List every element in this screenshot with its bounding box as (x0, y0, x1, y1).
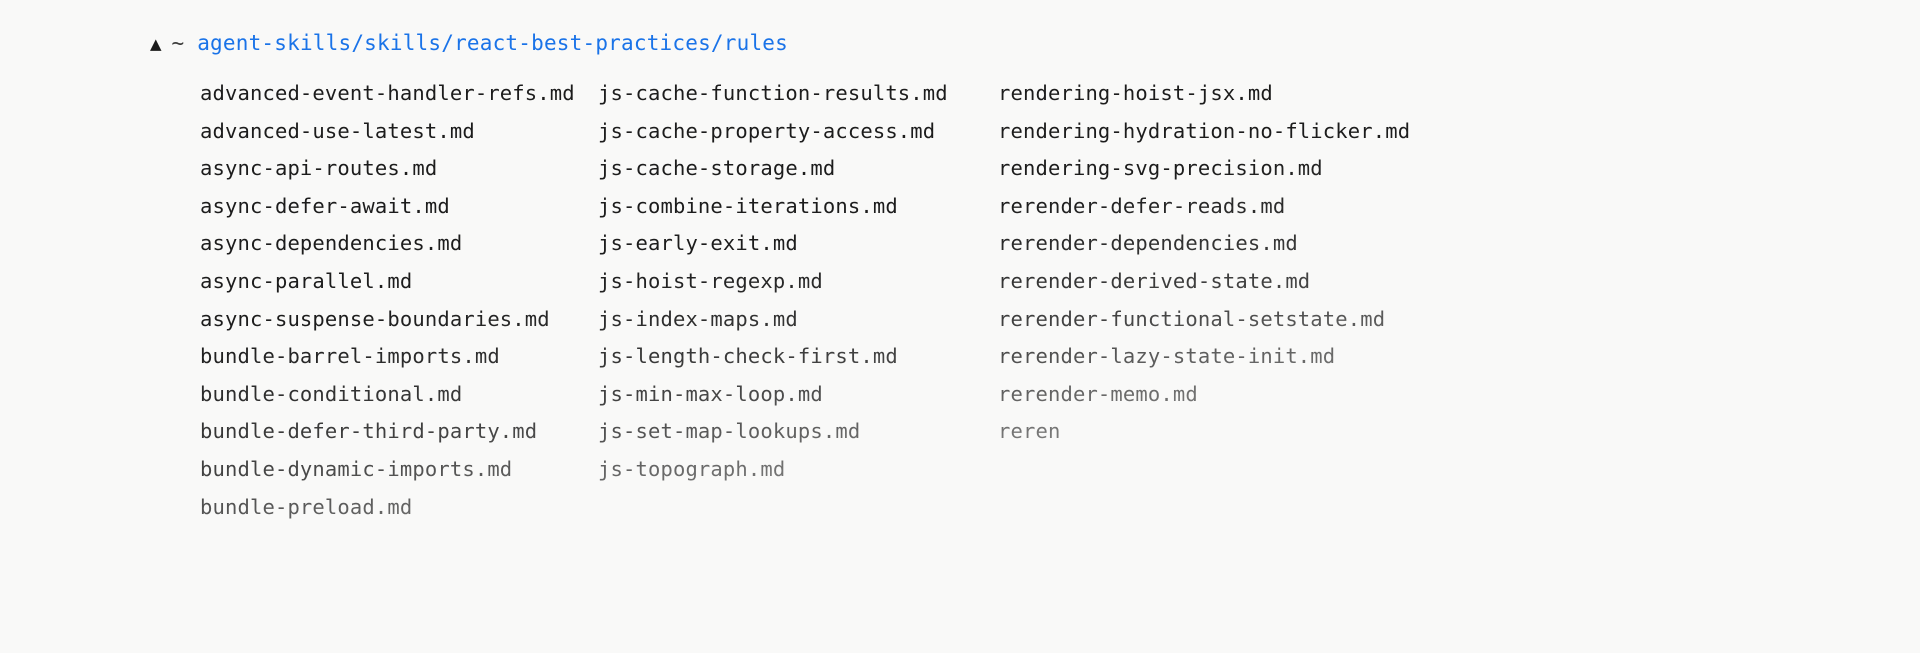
triangle-up-icon: ▲ (150, 35, 162, 53)
directory-path-link[interactable]: agent-skills/skills/react-best-practices… (197, 31, 788, 55)
file-entry[interactable]: rerender-derived-state.md (998, 268, 1311, 293)
file-entry[interactable]: rerender-functional-setstate.md (998, 306, 1386, 331)
file-entry[interactable]: advanced-event-handler-refs.md (200, 81, 575, 105)
file-column-3: rendering-hoist-jsx.md rendering-hydratio… (998, 75, 1410, 526)
file-entry[interactable]: advanced-use-latest.md (200, 118, 475, 143)
file-entry[interactable]: js-cache-property-access.md (598, 118, 936, 143)
file-entry[interactable]: rerender-lazy-state-init.md (998, 344, 1336, 369)
file-entry[interactable] (998, 489, 1410, 527)
file-entry[interactable]: rerender-memo.md (998, 381, 1198, 406)
file-entry[interactable]: js-set-map-lookups.md (598, 419, 861, 444)
file-entry[interactable]: js-combine-iterations.md (598, 193, 898, 218)
file-entry[interactable]: rerender-dependencies.md (998, 231, 1298, 256)
file-entry[interactable]: async-defer-await.md (200, 193, 450, 218)
file-entry[interactable]: async-api-routes.md (200, 156, 438, 181)
file-entry[interactable]: rendering-hydration-no-flicker.md (998, 118, 1411, 143)
file-entry[interactable]: js-min-max-loop.md (598, 381, 823, 406)
file-entry[interactable]: js-length-check-first.md (598, 344, 898, 369)
file-entry[interactable]: bundle-conditional.md (200, 381, 463, 406)
file-entry[interactable]: rerender-defer-reads.md (998, 193, 1286, 218)
file-entry[interactable] (598, 489, 948, 527)
file-entry[interactable]: rendering-hoist-jsx.md (998, 81, 1273, 105)
file-entry[interactable]: async-parallel.md (200, 268, 413, 293)
prompt-line: ▲ ~ agent-skills/skills/react-best-pract… (150, 31, 788, 55)
file-column-2: js-cache-function-results.md js-cache-pro… (598, 75, 948, 526)
file-entry[interactable]: bundle-barrel-imports.md (200, 344, 500, 369)
file-entry[interactable]: js-index-maps.md (598, 306, 798, 331)
file-entry[interactable]: js-hoist-regexp.md (598, 268, 823, 293)
file-column-1: advanced-event-handler-refs.md advanced-u… (200, 75, 575, 526)
file-entry[interactable]: js-topograph.md (598, 456, 786, 481)
file-entry[interactable]: async-suspense-boundaries.md (200, 306, 550, 331)
file-entry[interactable]: bundle-preload.md (200, 494, 413, 519)
home-directory-symbol: ~ (171, 31, 185, 55)
file-entry[interactable]: reren (998, 419, 1061, 444)
file-listing: advanced-event-handler-refs.md advanced-u… (150, 75, 1870, 653)
file-entry[interactable]: js-early-exit.md (598, 231, 798, 256)
file-entry[interactable]: rendering-svg-precision.md (998, 156, 1323, 181)
file-entry[interactable] (998, 451, 1410, 489)
file-entry[interactable]: js-cache-storage.md (598, 156, 836, 181)
file-entry[interactable]: js-cache-function-results.md (598, 81, 948, 105)
file-entry[interactable]: bundle-defer-third-party.md (200, 419, 538, 444)
file-entry[interactable]: bundle-dynamic-imports.md (200, 456, 513, 481)
file-entry[interactable]: async-dependencies.md (200, 231, 463, 256)
